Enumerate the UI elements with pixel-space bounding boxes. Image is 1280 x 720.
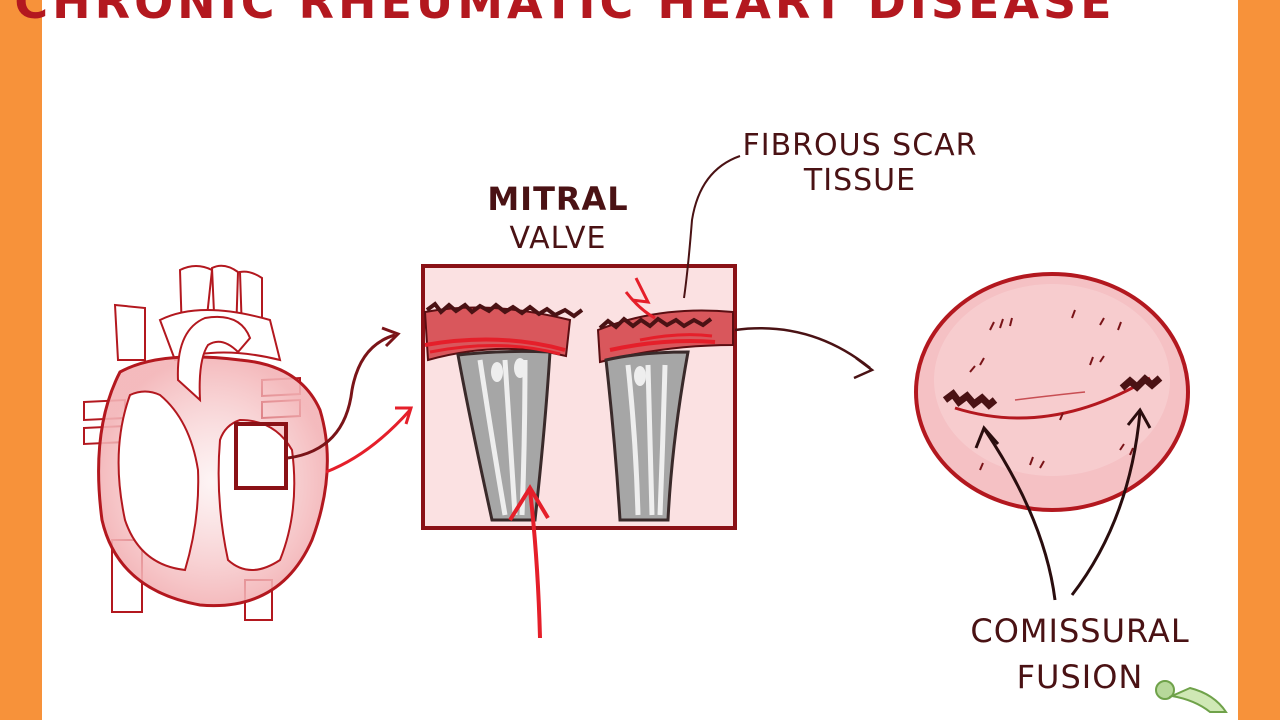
frame-right <box>1238 0 1280 720</box>
topview-arrow <box>734 327 871 369</box>
commissure-right <box>1119 374 1163 392</box>
annotation-arrow-up <box>528 489 542 639</box>
commissural-label-line1: COMISSURAL <box>970 612 1189 650</box>
mitral-label-line2: VALVE <box>509 221 606 256</box>
fusion-arrow-right <box>1070 411 1142 596</box>
mitral-zoom-box <box>234 422 288 490</box>
fibrous-label-line1: FIBROUS SCAR <box>742 128 977 163</box>
valve-top-view <box>914 272 1190 512</box>
diagram-title: CHRONIC RHEUMATIC HEART DISEASE <box>14 0 1115 29</box>
mitral-label-line1: MITRAL <box>487 180 628 218</box>
fibrous-label-line2: TISSUE <box>803 163 916 198</box>
zoom-arrow <box>287 333 396 460</box>
annotation-arrow-red <box>325 409 412 474</box>
fibrous-leader-line <box>683 155 741 299</box>
commissural-label-line2: FUSION <box>1017 658 1144 696</box>
right-chordae <box>604 350 690 522</box>
mascot-icon <box>1155 680 1228 713</box>
fusion-arrow-left <box>983 429 1057 601</box>
mitral-valve-panel <box>421 264 737 530</box>
heart-illustration <box>83 264 329 621</box>
commissure-left <box>942 389 998 410</box>
